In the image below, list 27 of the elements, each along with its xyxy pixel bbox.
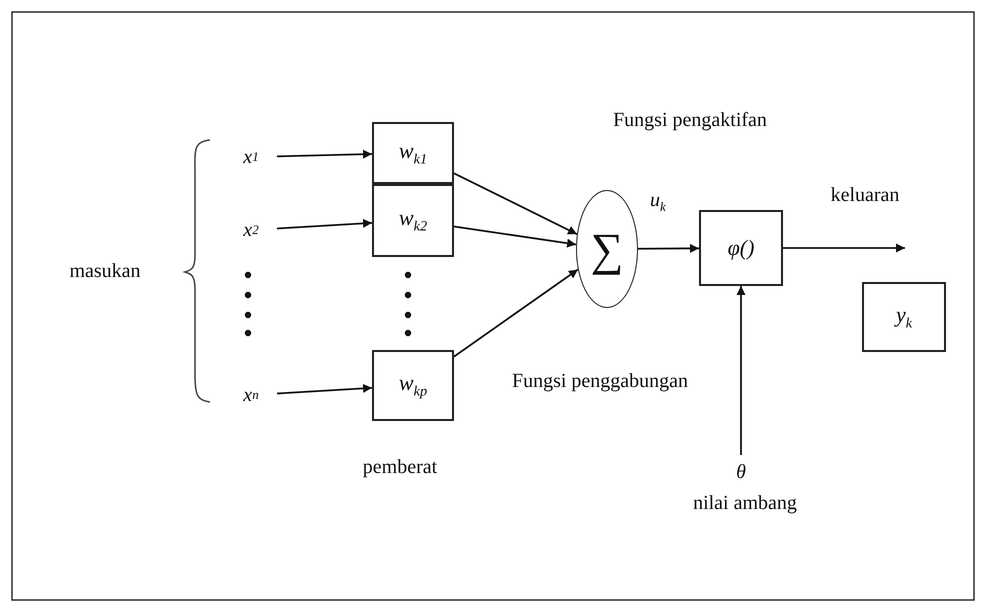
threshold-caption: nilai ambang [692,491,798,516]
annotation-label: pemberat [362,455,438,480]
output-box [862,282,946,352]
arrow [454,226,576,248]
annotation-label: keluaran [830,183,900,208]
arrow [638,244,699,253]
arrow [276,384,372,394]
function-label: w$_{k2}$ [398,205,428,236]
arrow [736,286,746,455]
activation-function-box [699,210,783,286]
weight-box [372,122,454,184]
annotation-label: masukan [68,259,142,284]
arrow [276,218,372,230]
function-label: φ() [728,235,754,261]
summation-symbol: ∑ [590,222,624,276]
function-label: y$_{k}$ [896,302,912,332]
weight-box [372,184,454,257]
weight-box [372,350,454,421]
annotation-label: Fungsi pengaktifan [612,108,768,133]
arrow [453,268,578,358]
arrow [783,244,905,252]
function-label: w$_{kp}$ [398,370,428,401]
annotation-label: Fungsi penggabungan [510,369,690,394]
threshold-symbol: θ [724,455,758,489]
arrow [276,150,372,159]
arrow [454,172,578,235]
function-label: w$_{k1}$ [398,138,428,168]
